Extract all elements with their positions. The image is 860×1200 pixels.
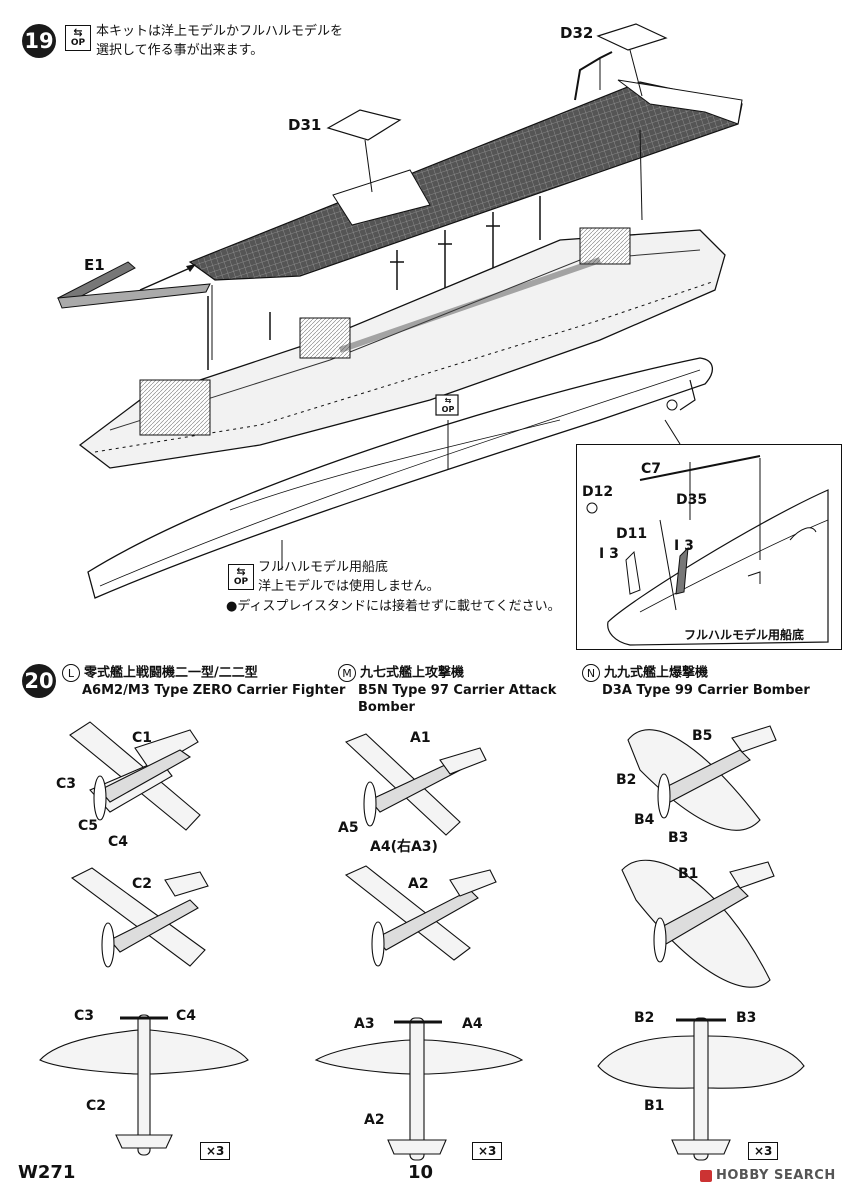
zero-oblique-top bbox=[69, 721, 201, 831]
label-d3a-b4: B4 bbox=[634, 812, 655, 828]
b5n-plan-view bbox=[314, 1017, 524, 1161]
label-d32: D32 bbox=[560, 24, 594, 42]
label-d3a-plan-b2: B2 bbox=[634, 1010, 655, 1026]
note-line-1: 本キットは洋上モデルかフルハルモデルを bbox=[96, 24, 344, 39]
detail-box bbox=[576, 444, 842, 650]
label-d3a-b3: B3 bbox=[668, 830, 689, 846]
ship-hull-upper bbox=[78, 227, 726, 469]
label-e1: E1 bbox=[84, 256, 105, 274]
label-d3a-b5: B5 bbox=[692, 728, 713, 744]
part-d32-plate bbox=[596, 23, 668, 51]
label-b5n-a1: A1 bbox=[410, 730, 431, 746]
qty-d3a: ×3 bbox=[748, 1142, 779, 1160]
label-i3-left: I 3 bbox=[599, 546, 619, 562]
optional-icon: ⇆OP bbox=[65, 25, 91, 51]
d3a-plan-view bbox=[597, 1017, 805, 1161]
label-d3a-b2: B2 bbox=[616, 772, 637, 788]
page-number: 10 bbox=[408, 1162, 434, 1183]
b5n-title-en: B5N Type 97 Carrier Attack bbox=[358, 683, 557, 698]
watermark: HOBBY SEARCH bbox=[700, 1168, 836, 1183]
part-d31-plate bbox=[326, 109, 402, 141]
b5n-oblique-top bbox=[344, 733, 487, 836]
watermark-text: HOBBY SEARCH bbox=[716, 1168, 836, 1183]
label-d12: D12 bbox=[582, 484, 614, 500]
d3a-title-jp: 九九式艦上爆撃機 bbox=[604, 665, 709, 681]
d3a-oblique-top bbox=[627, 725, 777, 831]
b5n-title-en-2: Bomber bbox=[358, 700, 415, 715]
op-marker-label: ⇆OP bbox=[441, 396, 455, 414]
label-d31: D31 bbox=[288, 116, 322, 134]
label-b5n-a4-a3: A4(右A3) bbox=[370, 839, 438, 855]
label-b5n-a2: A2 bbox=[408, 876, 429, 892]
flight-deck bbox=[188, 79, 743, 281]
label-d3a-b1: B1 bbox=[678, 866, 699, 882]
label-zero-c5: C5 bbox=[78, 818, 99, 834]
hull-note: フルハルモデル用船底 洋上モデルでは使用しません。 bbox=[258, 558, 440, 596]
label-d3a-plan-b1: B1 bbox=[644, 1098, 665, 1114]
letter-m-badge: M bbox=[338, 664, 356, 682]
label-d11: D11 bbox=[616, 526, 648, 542]
zero-plan-view bbox=[39, 1014, 249, 1156]
b5n-oblique-bottom bbox=[344, 865, 497, 967]
d3a-title-en: D3A Type 99 Carrier Bomber bbox=[602, 683, 810, 698]
label-i3-right: I 3 bbox=[674, 538, 694, 554]
d3a-oblique-bottom bbox=[621, 859, 775, 988]
label-zero-c1: C1 bbox=[132, 730, 153, 746]
label-d35: D35 bbox=[676, 492, 708, 508]
letter-l-badge: L bbox=[62, 664, 80, 682]
crane bbox=[574, 51, 613, 101]
label-zero-plan-c4: C4 bbox=[176, 1008, 197, 1024]
label-b5n-plan-a2: A2 bbox=[364, 1112, 385, 1128]
detail-caption: フルハルモデル用船底 bbox=[684, 628, 805, 642]
qty-zero: ×3 bbox=[200, 1142, 231, 1160]
hull-note-stand: ●ディスプレイスタンドには接着せずに載せてください。 bbox=[226, 599, 561, 614]
optional-icon-hull: ⇆OP bbox=[228, 564, 254, 590]
label-zero-plan-c3: C3 bbox=[74, 1008, 95, 1024]
detail-stern-parts bbox=[586, 455, 829, 646]
op-marker-hull bbox=[435, 394, 459, 416]
zero-oblique-bottom bbox=[70, 867, 209, 968]
label-b5n-plan-a3: A3 bbox=[354, 1016, 375, 1032]
label-b5n-plan-a4: A4 bbox=[462, 1016, 483, 1032]
ship-hull-lower bbox=[87, 357, 713, 599]
zero-title-jp: 零式艦上戦闘機二一型/二二型 bbox=[84, 665, 258, 681]
qty-b5n: ×3 bbox=[472, 1142, 503, 1160]
product-code: W271 bbox=[18, 1162, 76, 1183]
hull-note-line-2: 洋上モデルでは使用しません。 bbox=[258, 579, 440, 594]
label-zero-c4: C4 bbox=[108, 834, 129, 850]
step-19-note: 本キットは洋上モデルかフルハルモデルを 選択して作る事が出来ます。 bbox=[96, 22, 343, 60]
label-c7: C7 bbox=[641, 461, 662, 477]
note-line-2: 選択して作る事が出来ます。 bbox=[96, 43, 264, 58]
label-b5n-a5: A5 bbox=[338, 820, 359, 836]
zero-title-en: A6M2/M3 Type ZERO Carrier Fighter bbox=[82, 683, 346, 698]
letter-n-badge: N bbox=[582, 664, 600, 682]
label-d3a-plan-b3: B3 bbox=[736, 1010, 757, 1026]
label-zero-c3: C3 bbox=[56, 776, 77, 792]
aircraft-drawings bbox=[39, 721, 805, 1161]
b5n-title-jp: 九七式艦上攻撃機 bbox=[360, 665, 465, 681]
step-19-badge: 19 bbox=[22, 24, 56, 58]
hull-note-title: フルハルモデル用船底 bbox=[258, 560, 389, 575]
watermark-logo-icon bbox=[700, 1169, 712, 1182]
step-20-badge: 20 bbox=[22, 664, 56, 698]
label-zero-c2: C2 bbox=[132, 876, 153, 892]
label-zero-plan-c2: C2 bbox=[86, 1098, 107, 1114]
